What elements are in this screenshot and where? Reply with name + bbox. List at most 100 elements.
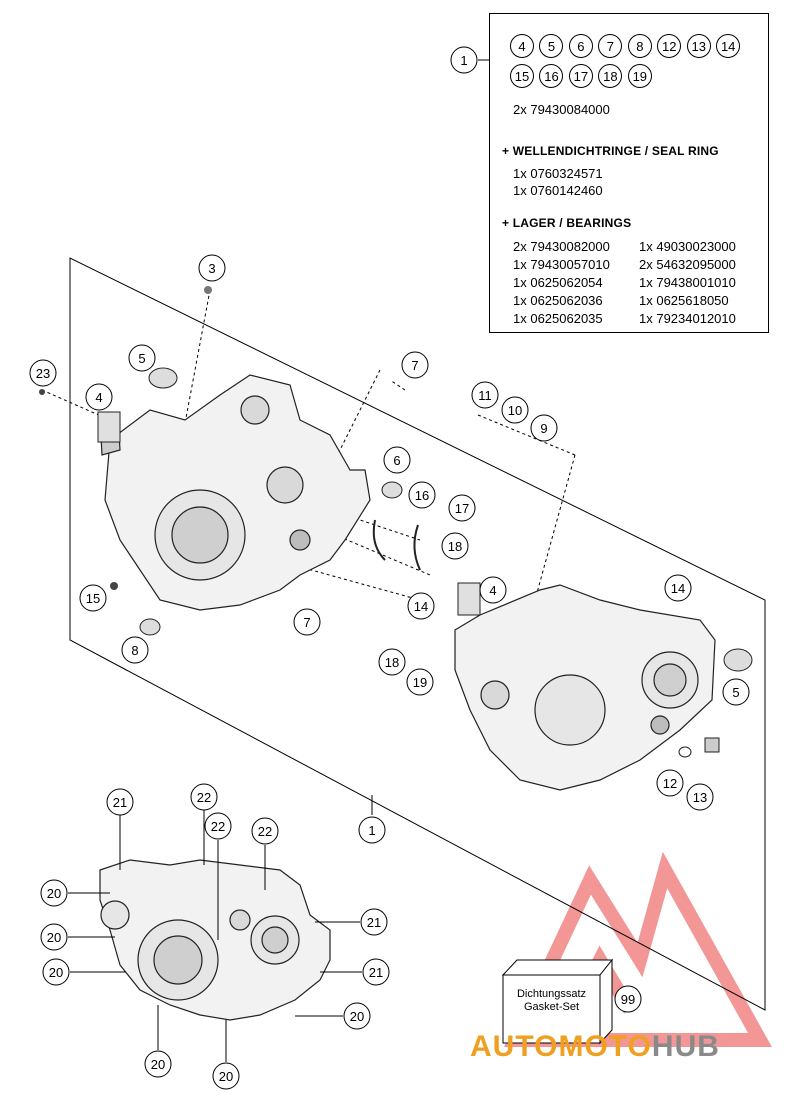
- included-part-chip[interactable]: 17: [568, 64, 593, 88]
- callout-5[interactable]: 5: [722, 678, 750, 706]
- callout-12[interactable]: 12: [656, 769, 684, 797]
- included-part-chip[interactable]: 19: [627, 64, 652, 88]
- screw-3[interactable]: [204, 286, 212, 294]
- svg-text:10: 10: [508, 403, 522, 418]
- assembly-outline: [69, 257, 766, 1011]
- sleeve-4-right[interactable]: [457, 582, 481, 616]
- gasket-set-label-de: Dichtungssatz: [516, 988, 587, 1000]
- callout-14[interactable]: 14: [664, 574, 692, 602]
- included-part-chip[interactable]: 5: [539, 34, 564, 58]
- callout-22[interactable]: 22: [204, 812, 232, 840]
- svg-text:13: 13: [693, 790, 707, 805]
- svg-text:22: 22: [211, 819, 225, 834]
- dowel-8[interactable]: [139, 618, 161, 636]
- seal-item: 1x 0760324571: [513, 166, 603, 181]
- callout-9[interactable]: 9: [530, 414, 558, 442]
- included-part-chip[interactable]: 7: [598, 34, 623, 58]
- svg-text:21: 21: [369, 965, 383, 980]
- callout-15[interactable]: 15: [79, 584, 107, 612]
- callout-22[interactable]: 22: [190, 783, 218, 811]
- callout-18[interactable]: 18: [378, 648, 406, 676]
- watermark-text: AUTOMOTOHUB: [470, 1030, 720, 1064]
- bushing-5[interactable]: [148, 367, 178, 389]
- callout-1[interactable]: 1: [450, 46, 478, 74]
- svg-text:14: 14: [414, 599, 428, 614]
- oil-screen-13[interactable]: [704, 737, 720, 753]
- callout-4[interactable]: 4: [85, 383, 113, 411]
- callout-3[interactable]: 3: [198, 254, 226, 282]
- svg-text:20: 20: [47, 886, 61, 901]
- callout-11[interactable]: 11: [471, 381, 499, 409]
- svg-text:5: 5: [138, 351, 145, 366]
- included-part-chip[interactable]: 4: [510, 34, 534, 58]
- svg-text:4: 4: [95, 390, 102, 405]
- included-part-chip[interactable]: 8: [627, 34, 652, 58]
- svg-text:8: 8: [131, 643, 138, 658]
- callout-14[interactable]: 14: [407, 592, 435, 620]
- svg-text:22: 22: [258, 824, 272, 839]
- svg-text:21: 21: [367, 915, 381, 930]
- washer-12[interactable]: [678, 746, 692, 758]
- bearing-item: 1x 0625062036: [513, 293, 603, 308]
- right-crankcase-half[interactable]: [454, 584, 716, 791]
- seal-item: 1x 0760142460: [513, 183, 603, 198]
- bearing-item: 1x 79430057010: [513, 257, 610, 272]
- sleeve-4[interactable]: [97, 411, 121, 443]
- included-part-chip[interactable]: 12: [657, 34, 682, 58]
- svg-text:19: 19: [413, 675, 427, 690]
- callout-20[interactable]: 20: [212, 1062, 240, 1090]
- callout-13[interactable]: 13: [686, 783, 714, 811]
- callout-23[interactable]: 23: [29, 359, 57, 387]
- callout-21[interactable]: 21: [362, 958, 390, 986]
- retainer-16[interactable]: [372, 519, 386, 561]
- svg-text:20: 20: [350, 1009, 364, 1024]
- included-part-chip[interactable]: 14: [716, 34, 741, 58]
- callout-20[interactable]: 20: [42, 958, 70, 986]
- callout-4[interactable]: 4: [479, 576, 507, 604]
- callout-5[interactable]: 5: [128, 344, 156, 372]
- callout-19[interactable]: 19: [406, 668, 434, 696]
- callout-22[interactable]: 22: [251, 817, 279, 845]
- watermark-part1: AUTOMOTO: [470, 1030, 652, 1063]
- svg-text:7: 7: [411, 358, 418, 373]
- crankcase-bolt-view[interactable]: [99, 859, 331, 1021]
- callout-99[interactable]: 99: [614, 985, 642, 1013]
- callout-17[interactable]: 17: [448, 494, 476, 522]
- callout-16[interactable]: 16: [408, 481, 436, 509]
- retainer-17[interactable]: [413, 524, 421, 571]
- svg-text:17: 17: [455, 501, 469, 516]
- callout-1[interactable]: 1: [358, 816, 386, 844]
- callout-10[interactable]: 10: [501, 396, 529, 424]
- callout-7[interactable]: 7: [401, 351, 429, 379]
- callout-8[interactable]: 8: [121, 636, 149, 664]
- plug-23[interactable]: [39, 389, 45, 395]
- callout-20[interactable]: 20: [144, 1050, 172, 1078]
- callout-20[interactable]: 20: [40, 879, 68, 907]
- included-part-chip[interactable]: 15: [510, 64, 534, 88]
- included-part-chip[interactable]: 18: [598, 64, 623, 88]
- svg-text:3: 3: [208, 261, 215, 276]
- callout-21[interactable]: 21: [106, 788, 134, 816]
- plug-15[interactable]: [110, 582, 118, 590]
- bearings-list: 2x 79430082000 1x 49030023000 1x 7943005…: [513, 238, 768, 327]
- callout-6[interactable]: 6: [383, 446, 411, 474]
- svg-text:18: 18: [385, 655, 399, 670]
- bushing-6[interactable]: [381, 481, 403, 499]
- callout-20[interactable]: 20: [343, 1002, 371, 1030]
- svg-text:1: 1: [460, 53, 467, 68]
- svg-text:20: 20: [219, 1069, 233, 1084]
- included-part-chip[interactable]: 16: [539, 64, 564, 88]
- gasket-set-label: Dichtungssatz Gasket-Set: [503, 988, 600, 1014]
- callout-7[interactable]: 7: [293, 608, 321, 636]
- bearing-item: 1x 49030023000: [639, 239, 736, 254]
- gasket-set-box[interactable]: [501, 958, 614, 1045]
- svg-text:6: 6: [393, 453, 400, 468]
- included-part-chip[interactable]: 6: [568, 34, 593, 58]
- included-parts-list: 4 5 6 7 8 12 13 14 15 16 17 18 19: [510, 34, 765, 94]
- callout-20[interactable]: 20: [40, 923, 68, 951]
- bushing-5-right[interactable]: [723, 648, 753, 672]
- callout-21[interactable]: 21: [360, 908, 388, 936]
- callout-18[interactable]: 18: [441, 532, 469, 560]
- included-part-chip[interactable]: 13: [686, 34, 711, 58]
